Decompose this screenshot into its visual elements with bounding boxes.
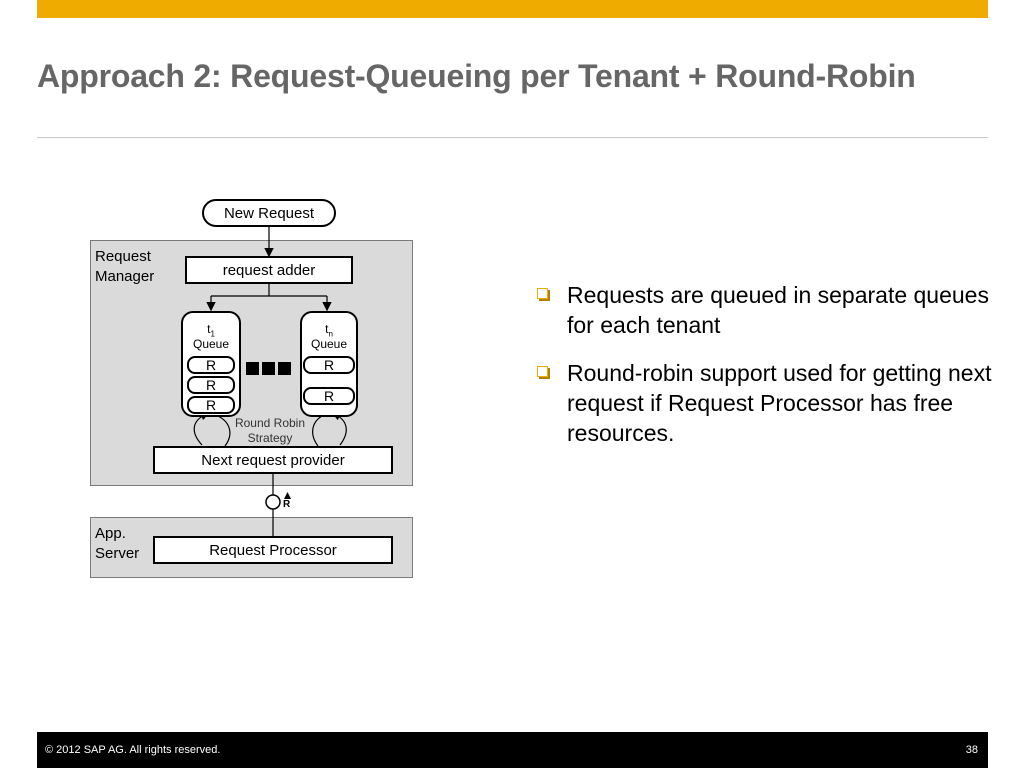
app-server-label: App. Server	[95, 525, 140, 562]
queued-request: R	[187, 396, 235, 414]
request-manager-label: Request Manager	[95, 248, 155, 285]
top-accent-bar	[37, 0, 988, 18]
tenant-queue-n: tn Queue R R	[300, 311, 358, 417]
queue-label: Queue	[310, 337, 348, 351]
request-processor-box: Request Processor	[153, 536, 393, 564]
provided-interface-icon	[265, 494, 281, 510]
queued-request: R	[187, 376, 235, 394]
queued-request: R	[187, 356, 235, 374]
queue-header: t1	[207, 322, 215, 339]
interface-direction-arrow-icon	[284, 492, 291, 499]
bullet-item: Requests are queued in separate queues f…	[536, 280, 996, 340]
new-request-node: New Request	[202, 199, 336, 227]
square-bullet-icon	[537, 288, 548, 299]
tenant-queue-1: t1 Queue R R R	[181, 311, 241, 417]
queue-label: Queue	[192, 337, 230, 351]
footer-bar: © 2012 SAP AG. All rights reserved. 38	[37, 732, 988, 768]
bullet-list: Requests are queued in separate queues f…	[536, 280, 996, 466]
copyright-text: © 2012 SAP AG. All rights reserved.	[45, 744, 221, 756]
slide-title: Approach 2: Request-Queueing per Tenant …	[37, 58, 916, 94]
queued-request: R	[303, 356, 355, 374]
interface-label: R	[283, 499, 291, 510]
next-request-provider-box: Next request provider	[153, 446, 393, 474]
title-divider	[37, 137, 988, 138]
square-bullet-icon	[537, 366, 548, 377]
page-number: 38	[965, 744, 978, 756]
request-adder-box: request adder	[185, 256, 353, 284]
queued-request: R	[303, 387, 355, 405]
queue-header: tn	[325, 322, 333, 339]
bullet-item: Round-robin support used for getting nex…	[536, 358, 996, 448]
round-robin-strategy-label: Round Robin Strategy	[234, 416, 306, 445]
more-queues-ellipsis	[246, 362, 291, 375]
